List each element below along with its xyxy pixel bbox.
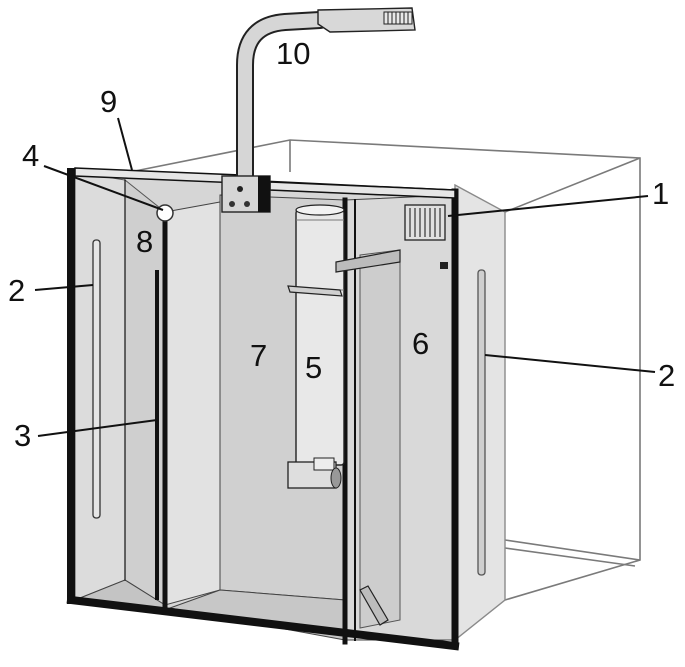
heater-grid	[404, 204, 448, 269]
label-1: 1	[652, 176, 669, 211]
label-7: 7	[250, 338, 267, 373]
label-2-left: 2	[8, 273, 25, 308]
label-6: 6	[412, 326, 429, 361]
label-9: 9	[100, 84, 117, 119]
label-3: 3	[14, 418, 31, 453]
leader-lines	[34, 117, 656, 437]
label-4: 4	[22, 138, 39, 173]
label-10: 10	[276, 36, 310, 71]
chamber-6-baffle	[359, 585, 389, 626]
baffle-panel-left	[164, 201, 221, 606]
label-5: 5	[305, 350, 322, 385]
filter-reactor	[287, 204, 401, 489]
lamp-assembly	[221, 7, 416, 213]
right-slot	[477, 269, 486, 576]
label-8: 8	[136, 224, 153, 259]
label-2-right: 2	[658, 358, 675, 393]
chamber-6-inner-wall	[359, 249, 401, 629]
left-slot	[92, 239, 101, 519]
overflow-hole	[156, 204, 174, 222]
